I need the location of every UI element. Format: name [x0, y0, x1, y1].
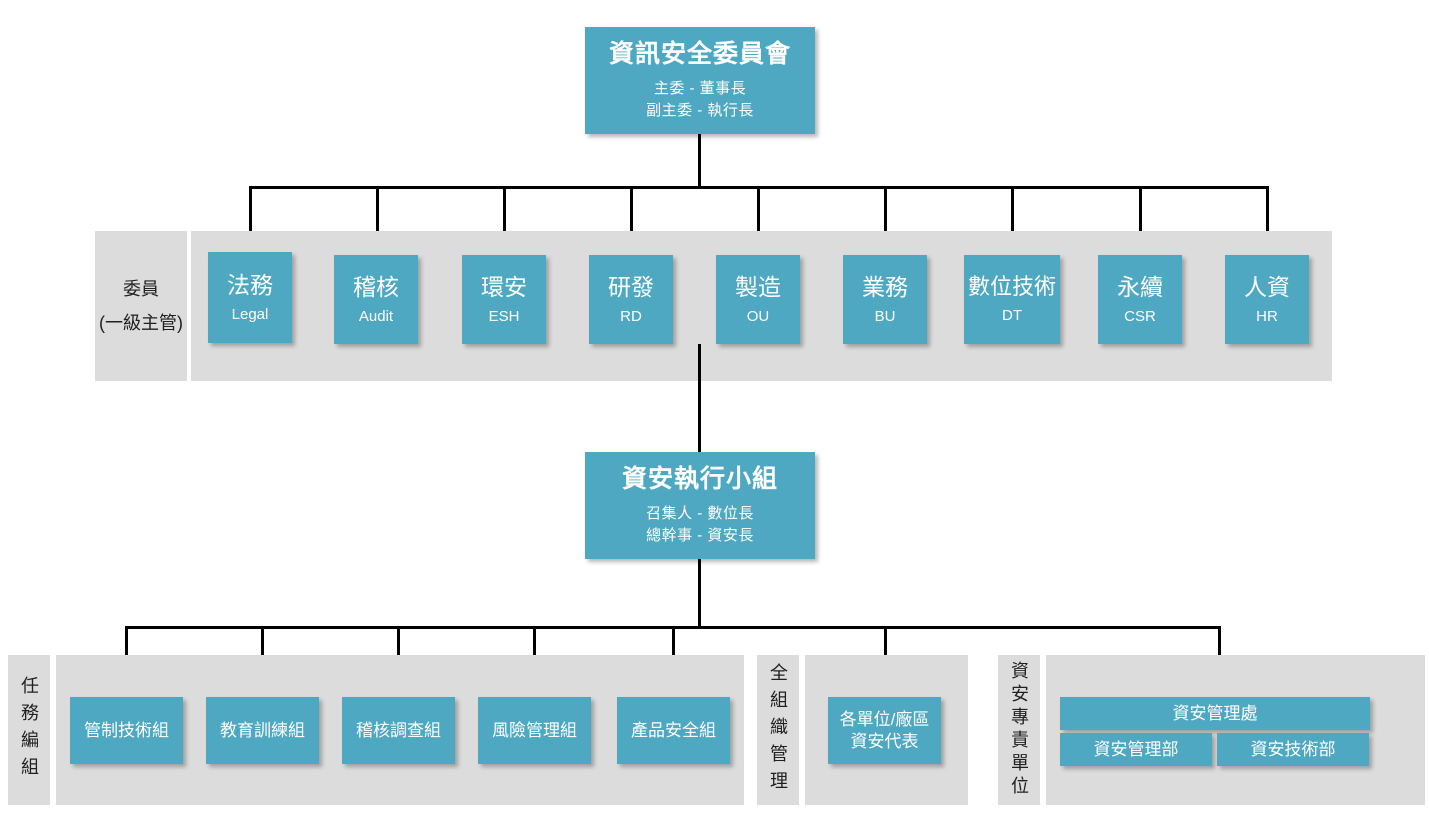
node-member-csr[interactable]: 永續 CSR	[1098, 255, 1182, 344]
unit-rep-line1: 各單位/廠區	[839, 710, 930, 730]
connector-drop-ou	[757, 186, 760, 253]
node-member-rd[interactable]: 研發 RD	[589, 255, 673, 344]
node-member-legal[interactable]: 法務 Legal	[208, 252, 292, 343]
unit-rep-line2: 資安代表	[850, 731, 919, 751]
node-member-bu[interactable]: 業務 BU	[843, 255, 927, 344]
node-audit-investigation-group[interactable]: 稽核調查組	[342, 697, 455, 764]
node-security-management-dept[interactable]: 資安管理部	[1060, 733, 1212, 766]
connector-drop-legal	[249, 186, 252, 253]
node-security-execution-team[interactable]: 資安執行小組 召集人 - 數位長 總幹事 - 資安長	[585, 452, 815, 559]
member-name-zh: 業務	[862, 273, 908, 300]
member-name-zh: 法務	[227, 271, 273, 298]
committee-band-label: 委員 (一級主管)	[95, 231, 187, 381]
node-member-ou[interactable]: 製造 OU	[716, 255, 800, 344]
committee-role-vice-chair: 副主委 - 執行長	[646, 102, 754, 120]
exec-team-secretary: 總幹事 - 資安長	[646, 527, 754, 545]
node-member-audit[interactable]: 稽核 Audit	[334, 255, 418, 344]
dept-node-label: 資安管理部	[1093, 739, 1179, 759]
task-node-label: 教育訓練組	[220, 720, 305, 740]
connector-drop-dt	[1011, 186, 1014, 253]
member-name-en: DT	[1002, 306, 1022, 324]
task-node-label: 風險管理組	[492, 720, 577, 740]
committee-role-chair: 主委 - 董事長	[653, 80, 747, 98]
task-group-label-text: 任務編組	[19, 676, 39, 784]
connector-drop-rd	[630, 186, 633, 253]
task-node-label: 產品安全組	[631, 720, 716, 740]
member-name-zh: 永續	[1117, 273, 1163, 300]
member-name-zh: 數位技術	[967, 274, 1056, 300]
exec-team-title: 資安執行小組	[621, 465, 778, 494]
connector-exec-stem	[698, 559, 701, 626]
member-name-en: OU	[746, 307, 770, 325]
connector-drop-esh	[503, 186, 506, 253]
member-name-zh: 稽核	[353, 273, 399, 300]
org-wide-label-text: 全組織管理	[768, 662, 788, 798]
member-name-en: ESH	[488, 307, 520, 325]
dept-node-label: 資安管理處	[1172, 703, 1258, 723]
node-risk-management-group[interactable]: 風險管理組	[478, 697, 591, 764]
member-name-en: RD	[620, 307, 642, 325]
node-unit-site-security-representative[interactable]: 各單位/廠區 資安代表	[828, 697, 941, 764]
connector-drop-csr	[1139, 186, 1142, 253]
connector-drop-bu	[884, 186, 887, 253]
node-member-dt[interactable]: 數位技術 DT	[964, 255, 1060, 344]
dept-node-label: 資安技術部	[1250, 739, 1336, 759]
dedicated-unit-band	[1046, 655, 1425, 805]
dedicated-unit-label-text: 資安專責單位	[1009, 661, 1029, 799]
org-wide-band-label: 全組織管理	[757, 655, 799, 805]
member-name-zh: 研發	[608, 273, 654, 300]
member-name-zh: 製造	[735, 273, 781, 300]
node-product-safety-group[interactable]: 產品安全組	[617, 697, 730, 764]
node-control-technology-group[interactable]: 管制技術組	[70, 697, 183, 764]
task-group-band-label: 任務編組	[8, 655, 50, 805]
exec-team-convener: 召集人 - 數位長	[646, 505, 754, 523]
member-name-en: Audit	[358, 307, 394, 325]
committee-label-line1: 委員	[123, 278, 159, 299]
connector-drop-audit	[376, 186, 379, 253]
member-name-zh: 環安	[481, 273, 527, 300]
node-member-hr[interactable]: 人資 HR	[1225, 255, 1309, 344]
member-name-en: BU	[874, 307, 896, 325]
node-security-management-division[interactable]: 資安管理處	[1060, 697, 1370, 730]
member-name-en: HR	[1256, 307, 1278, 325]
committee-title: 資訊安全委員會	[608, 40, 791, 69]
node-security-technology-dept[interactable]: 資安技術部	[1217, 733, 1369, 766]
member-name-zh: 人資	[1244, 273, 1290, 300]
node-education-training-group[interactable]: 教育訓練組	[206, 697, 319, 764]
node-member-esh[interactable]: 環安 ESH	[462, 255, 546, 344]
dedicated-unit-band-label: 資安專責單位	[998, 655, 1040, 805]
task-node-label: 稽核調查組	[356, 720, 441, 740]
member-name-en: CSR	[1124, 307, 1156, 325]
connector-committee-to-exec	[698, 344, 701, 452]
node-information-security-committee[interactable]: 資訊安全委員會 主委 - 董事長 副主委 - 執行長	[585, 27, 815, 134]
committee-label-line2: (一級主管)	[99, 313, 183, 333]
task-node-label: 管制技術組	[84, 720, 169, 740]
connector-top-stem	[698, 134, 701, 186]
member-name-en: Legal	[231, 305, 269, 323]
connector-drop-hr	[1266, 186, 1269, 253]
